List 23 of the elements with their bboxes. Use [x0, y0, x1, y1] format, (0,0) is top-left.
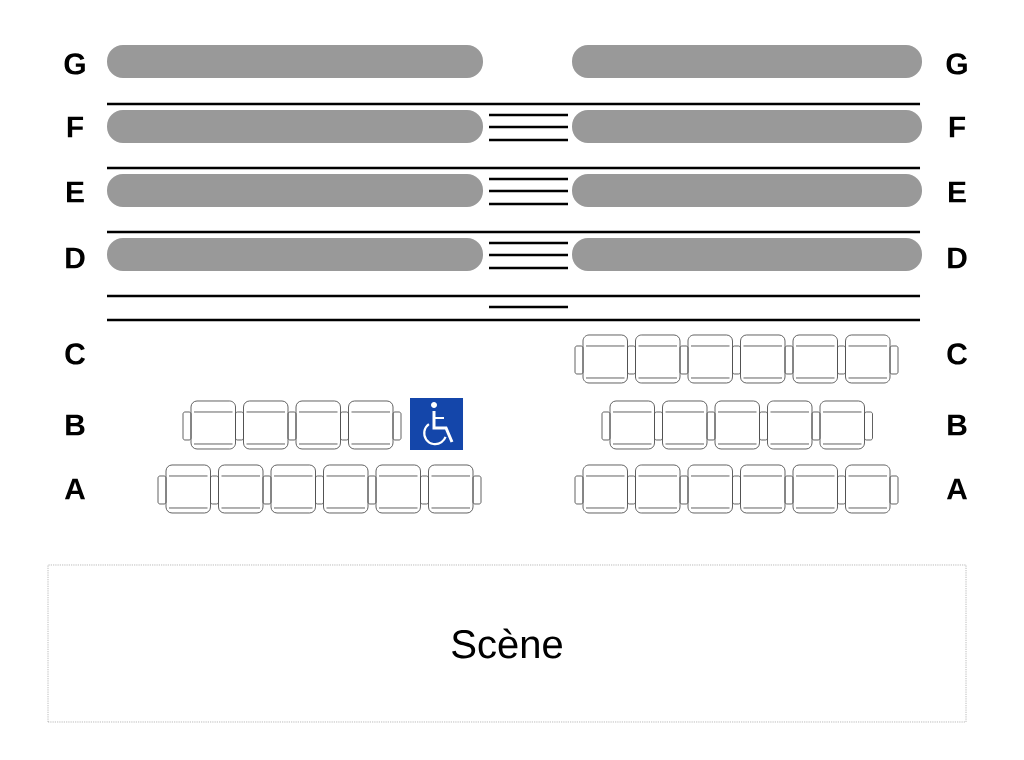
- row-letter: F: [949, 116, 966, 138]
- bench-bar: [572, 238, 922, 271]
- row-letter: G: [946, 53, 967, 75]
- row-letter: A: [946, 478, 968, 500]
- row-letter: B: [66, 414, 85, 436]
- bench-bar: [107, 45, 483, 78]
- bench-bar: [572, 174, 922, 207]
- stage-box: Scène: [47, 564, 967, 723]
- bench-bar: [107, 174, 483, 207]
- bench-bar: [572, 110, 922, 143]
- row-letter: C: [947, 343, 968, 365]
- bench-bar: [572, 45, 922, 78]
- bench-bar: [107, 238, 483, 271]
- row-letter: A: [64, 478, 86, 500]
- row-letter: E: [949, 181, 966, 203]
- bench-bar: [107, 110, 483, 143]
- row-letter: F: [67, 116, 84, 138]
- row-letter: D: [948, 247, 967, 269]
- row-letter: G: [64, 53, 85, 75]
- row-letter: B: [948, 414, 967, 436]
- row-letter: D: [66, 247, 85, 269]
- row-letter: C: [65, 343, 85, 365]
- row-letter: E: [67, 181, 84, 203]
